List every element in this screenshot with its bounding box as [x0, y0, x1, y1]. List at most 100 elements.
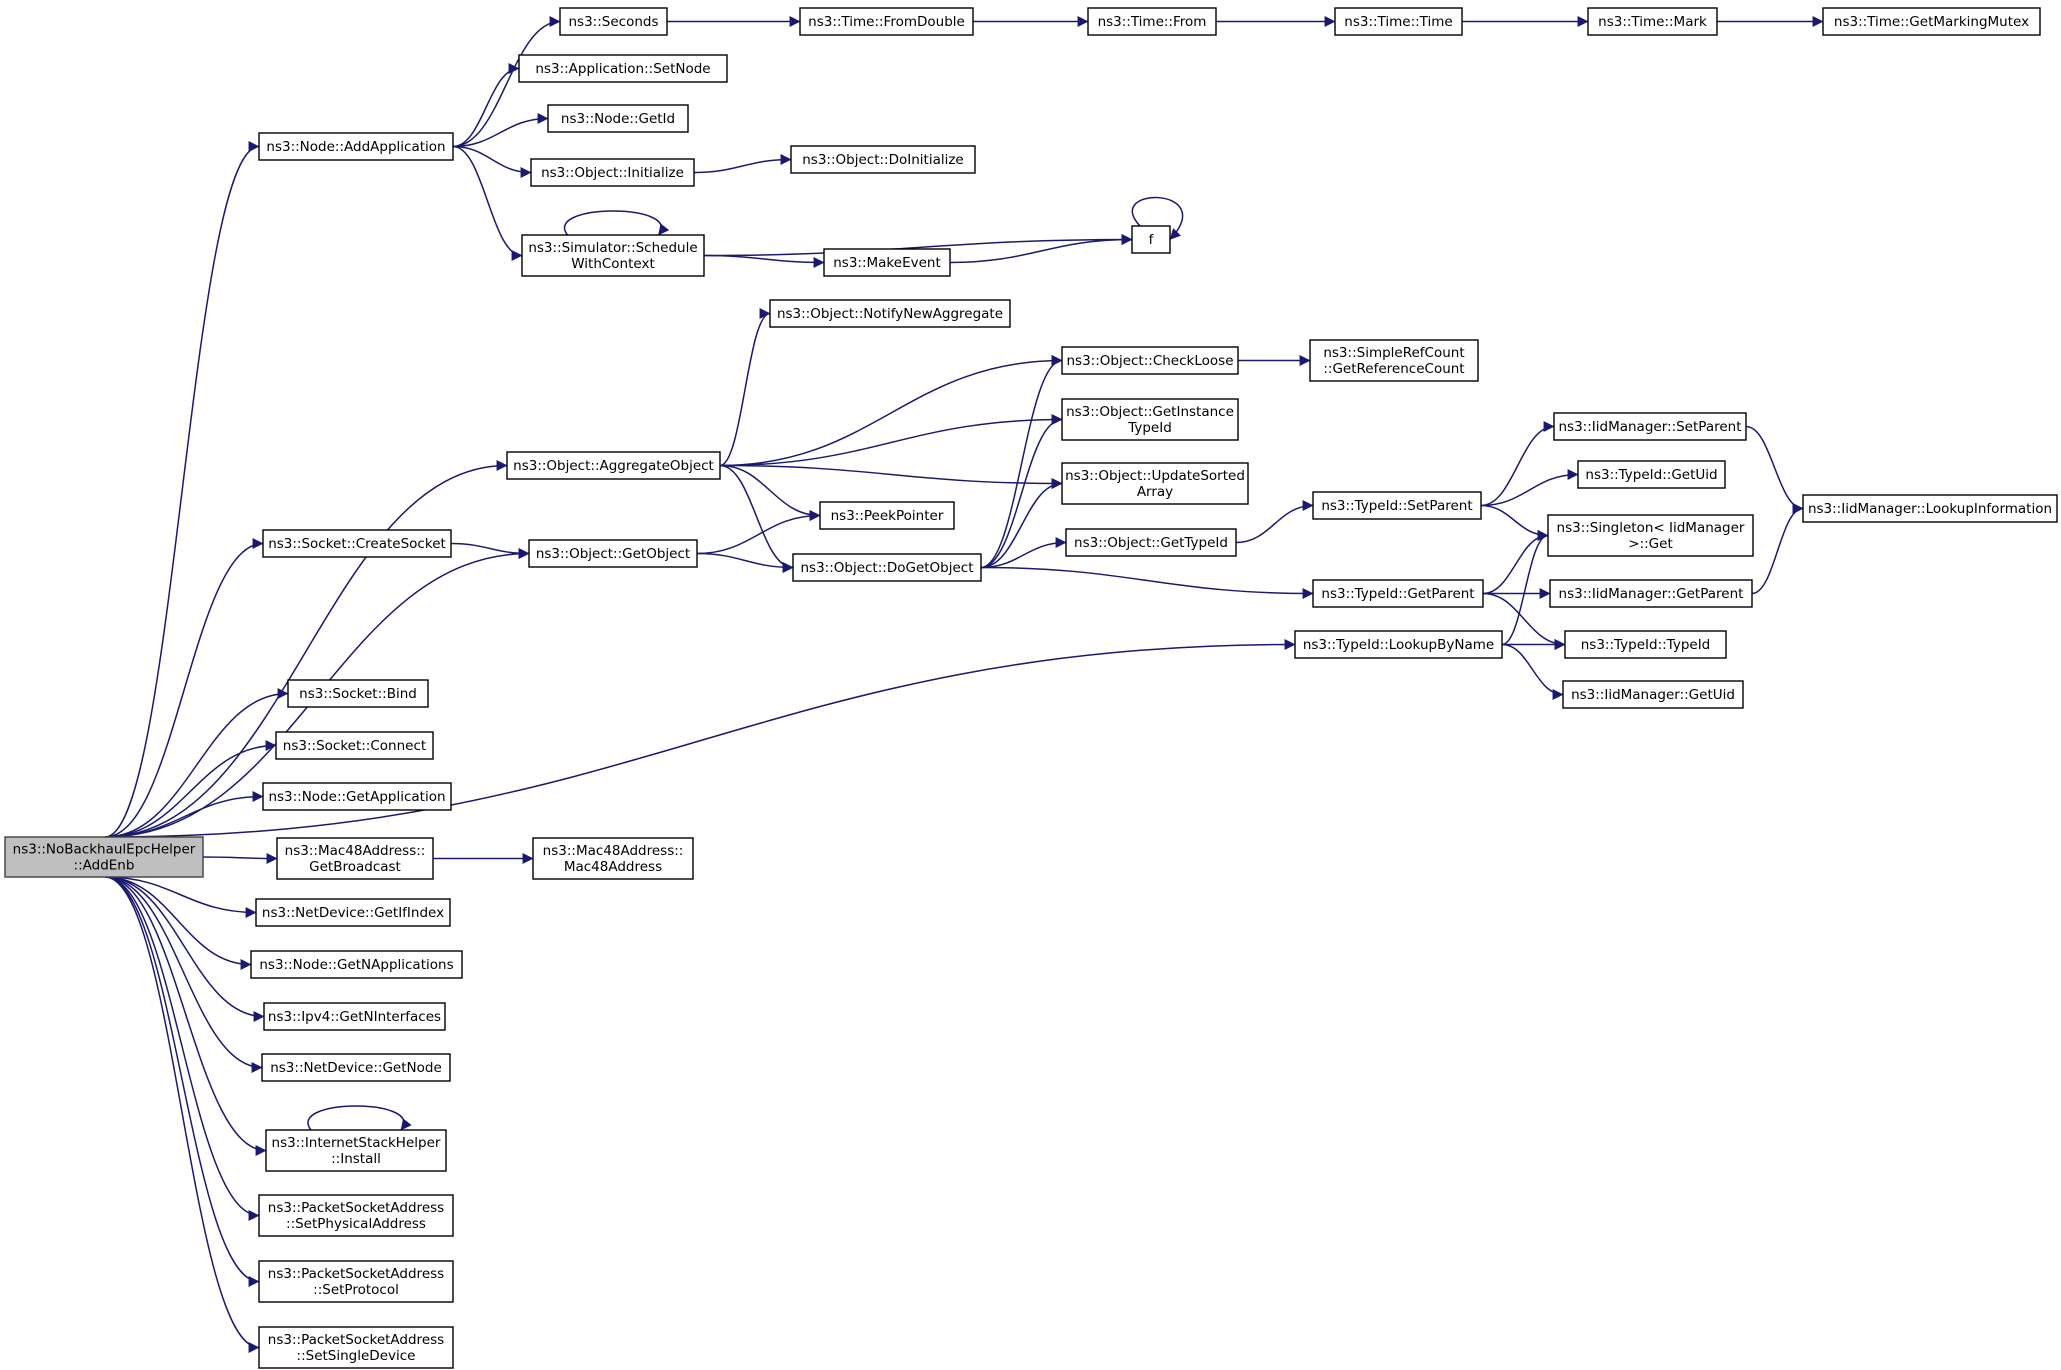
node-tgetparent[interactable]: ns3::TypeId::GetParent	[1312, 579, 1484, 608]
node-doinit[interactable]: ns3::Object::DoInitialize	[790, 145, 976, 174]
node-box	[1549, 579, 1753, 608]
node-peekptr[interactable]: ns3::PeekPointer	[819, 501, 955, 530]
node-box	[1061, 346, 1239, 375]
node-bind[interactable]: ns3::Socket::Bind	[287, 679, 429, 708]
node-box	[258, 1260, 454, 1303]
node-objinit[interactable]: ns3::Object::Initialize	[530, 158, 695, 187]
node-label: Array	[1137, 484, 1173, 500]
edge-f-f	[1131, 196, 1184, 241]
node-notifyagg[interactable]: ns3::Object::NotifyNewAggregate	[769, 299, 1011, 328]
edge-schedctx-f	[703, 234, 1133, 257]
node-getnode[interactable]: ns3::NetDevice::GetNode	[261, 1053, 451, 1082]
node-label: ns3::Time::Mark	[1598, 14, 1707, 30]
node-f[interactable]: f	[1131, 225, 1171, 254]
node-label: ns3::Object::GetObject	[536, 546, 690, 562]
node-label: ns3::IidManager::SetParent	[1559, 419, 1742, 435]
node-lookupbyname[interactable]: ns3::TypeId::LookupByName	[1294, 630, 1503, 659]
node-from[interactable]: ns3::Time::From	[1087, 7, 1217, 36]
node-box	[521, 234, 705, 277]
node-getapp[interactable]: ns3::Node::GetApplication	[262, 782, 452, 811]
node-box	[258, 1194, 454, 1237]
node-mark[interactable]: ns3::Time::Mark	[1587, 7, 1718, 36]
node-setnode[interactable]: ns3::Application::SetNode	[518, 54, 728, 83]
node-addenb[interactable]: ns3::NoBackhaulEpcHelper::AddEnb	[4, 836, 204, 878]
node-label: ns3::Simulator::Schedule	[528, 240, 697, 256]
node-createsock[interactable]: ns3::Socket::CreateSocket	[262, 529, 452, 558]
node-fromdouble[interactable]: ns3::Time::FromDouble	[799, 7, 974, 36]
node-label: GetBroadcast	[309, 859, 401, 875]
node-tgetuid[interactable]: ns3::TypeId::GetUid	[1577, 460, 1726, 489]
node-label: ns3::InternetStackHelper	[272, 1135, 441, 1151]
edge-getobj-peekptr	[696, 510, 821, 555]
node-label: ns3::Socket::Bind	[299, 686, 417, 702]
node-isetparent[interactable]: ns3::IidManager::SetParent	[1553, 412, 1747, 441]
node-box	[1312, 491, 1482, 520]
edge-addenb-getnifaces	[104, 876, 265, 1022]
edge-dogetobj-getinsttype	[980, 414, 1063, 569]
node-label: ::SetSingleDevice	[297, 1348, 416, 1364]
node-connect[interactable]: ns3::Socket::Connect	[275, 731, 434, 760]
node-lookupinfo[interactable]: ns3::IidManager::LookupInformation	[1802, 494, 2058, 523]
edge-addenb-getapp	[104, 791, 264, 838]
node-singleton[interactable]: ns3::Singleton< IidManager >::Get	[1547, 514, 1754, 557]
node-label: ns3::Application::SetNode	[535, 61, 710, 77]
node-timetime[interactable]: ns3::Time::Time	[1334, 7, 1463, 36]
edge-tgetparent-typeidctor	[1482, 592, 1566, 650]
node-mac48ctor[interactable]: ns3::Mac48Address::Mac48Address	[532, 837, 694, 880]
node-checkloose[interactable]: ns3::Object::CheckLoose	[1061, 346, 1239, 375]
node-label: ns3::TypeId::GetParent	[1321, 586, 1474, 602]
node-box	[532, 837, 694, 880]
edge-aggobj-checkloose	[719, 355, 1063, 467]
node-install[interactable]: ns3::InternetStackHelper::Install	[265, 1129, 447, 1172]
node-gettypeid[interactable]: ns3::Object::GetTypeId	[1065, 528, 1237, 557]
node-box	[1087, 7, 1217, 36]
node-label: ns3::Object::GetTypeId	[1074, 535, 1228, 551]
node-setphys[interactable]: ns3::PacketSocketAddress::SetPhysicalAdd…	[258, 1194, 454, 1237]
edge-addapp-nodegetid	[452, 113, 549, 148]
node-label: ns3::IidManager::GetUid	[1571, 687, 1735, 703]
edge-addenb-addapp	[104, 141, 260, 838]
node-box	[261, 1053, 451, 1082]
node-setproto[interactable]: ns3::PacketSocketAddress::SetProtocol	[258, 1260, 454, 1303]
edge-addapp-objinit	[452, 145, 532, 178]
node-typeidctor[interactable]: ns3::TypeId::TypeId	[1564, 630, 1727, 659]
node-label: ns3::Object::Initialize	[541, 165, 684, 181]
node-box	[1577, 460, 1726, 489]
node-getmarkingmutex[interactable]: ns3::Time::GetMarkingMutex	[1822, 7, 2041, 36]
node-box	[1294, 630, 1503, 659]
node-getobj[interactable]: ns3::Object::GetObject	[528, 539, 698, 568]
node-makeevent[interactable]: ns3::MakeEvent	[823, 248, 951, 277]
node-igetuid[interactable]: ns3::IidManager::GetUid	[1562, 680, 1744, 709]
node-addapp[interactable]: ns3::Node::AddApplication	[258, 132, 454, 161]
node-tsetparent[interactable]: ns3::TypeId::SetParent	[1312, 491, 1482, 520]
node-label: ::Install	[331, 1151, 381, 1167]
node-box	[1061, 398, 1239, 441]
node-label: TypeId	[1127, 420, 1172, 436]
node-aggobj[interactable]: ns3::Object::AggregateObject	[506, 451, 721, 480]
edge-schedctx-schedctx	[563, 210, 670, 236]
node-label: f	[1149, 232, 1155, 248]
node-nodegetid[interactable]: ns3::Node::GetId	[547, 104, 689, 133]
node-box	[276, 837, 434, 880]
node-label: ns3::Time::From	[1098, 14, 1207, 30]
node-label: ns3::IidManager::GetParent	[1559, 586, 1744, 602]
node-label: ns3::Node::AddApplication	[266, 139, 445, 155]
node-getnapps[interactable]: ns3::Node::GetNApplications	[250, 950, 463, 979]
node-getrefcount[interactable]: ns3::SimpleRefCount::GetReferenceCount	[1309, 339, 1479, 382]
node-box	[769, 299, 1011, 328]
node-getifindex[interactable]: ns3::NetDevice::GetIfIndex	[255, 898, 451, 927]
node-igetparent[interactable]: ns3::IidManager::GetParent	[1549, 579, 1753, 608]
node-label: ns3::Object::DoGetObject	[800, 560, 973, 576]
edge-addenb-lookupbyname	[104, 639, 1296, 838]
node-getnifaces[interactable]: ns3::Ipv4::GetNInterfaces	[263, 1002, 446, 1031]
node-label: ns3::Object::UpdateSorted	[1065, 468, 1245, 484]
node-seconds[interactable]: ns3::Seconds	[559, 7, 668, 36]
node-dogetobj[interactable]: ns3::Object::DoGetObject	[792, 553, 982, 582]
edge-addenb-getbcast	[202, 852, 278, 864]
node-box	[258, 1326, 454, 1369]
node-getbcast[interactable]: ns3::Mac48Address::GetBroadcast	[276, 837, 434, 880]
node-setsingle[interactable]: ns3::PacketSocketAddress::SetSingleDevic…	[258, 1326, 454, 1369]
